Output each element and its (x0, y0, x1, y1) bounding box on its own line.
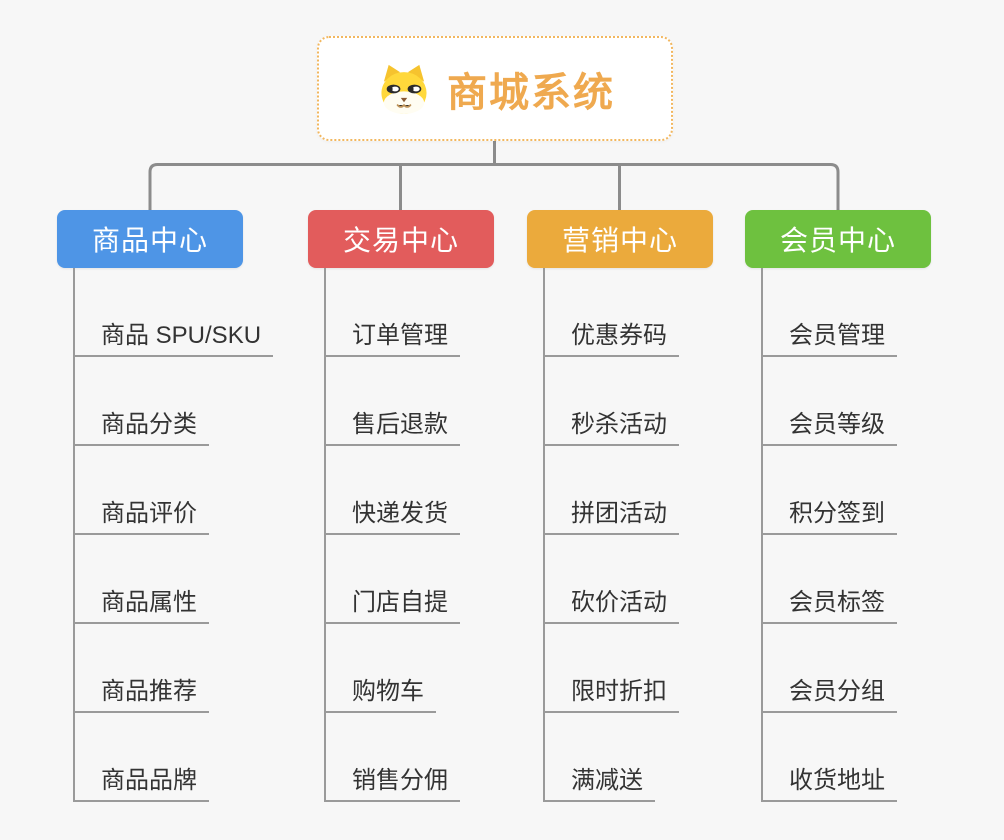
root-title: 商城系统 (447, 70, 615, 115)
leaf-node[interactable]: 购物车 (324, 677, 436, 713)
leaf-node[interactable]: 商品推荐 (73, 677, 209, 713)
leaf-node[interactable]: 会员等级 (761, 410, 897, 446)
leaf-node[interactable]: 商品品牌 (73, 766, 209, 802)
leaf-node[interactable]: 会员标签 (761, 588, 897, 624)
branch-children-trade-center: 订单管理 售后退款 快递发货 门店自提 购物车 销售分佣 (324, 268, 554, 808)
leaf-node[interactable]: 商品分类 (73, 410, 209, 446)
connector-spine (73, 268, 75, 802)
root-node[interactable]: 商城系统 (317, 36, 673, 141)
branch-label: 商品中心 (91, 225, 208, 256)
branch-node-product-center[interactable]: 商品中心 (57, 210, 243, 268)
branch-children-product-center: 商品 SPU/SKU 商品分类 商品评价 商品属性 商品推荐 商品品牌 (73, 268, 303, 808)
leaf-node[interactable]: 满减送 (543, 766, 655, 802)
leaf-node[interactable]: 商品评价 (73, 499, 209, 535)
branch-children-member-center: 会员管理 会员等级 积分签到 会员标签 会员分组 收货地址 (761, 268, 991, 808)
branch-children-marketing-center: 优惠券码 秒杀活动 拼团活动 砍价活动 限时折扣 满减送 (543, 268, 773, 808)
leaf-node[interactable]: 积分签到 (761, 499, 897, 535)
leaf-node[interactable]: 快递发货 (324, 499, 460, 535)
branch-node-member-center[interactable]: 会员中心 (745, 210, 931, 268)
leaf-node[interactable]: 拼团活动 (543, 499, 679, 535)
leaf-node[interactable]: 秒杀活动 (543, 410, 679, 446)
dog-face-icon (381, 64, 427, 114)
connector-spine (324, 268, 326, 802)
branch-node-marketing-center[interactable]: 营销中心 (527, 210, 713, 268)
connector-spine (543, 268, 545, 802)
leaf-node[interactable]: 砍价活动 (543, 588, 679, 624)
connector-spine (761, 268, 763, 802)
leaf-node[interactable]: 门店自提 (324, 588, 460, 624)
branch-node-trade-center[interactable]: 交易中心 (308, 210, 494, 268)
leaf-node[interactable]: 订单管理 (324, 321, 460, 357)
branch-label: 营销中心 (561, 225, 678, 256)
leaf-node[interactable]: 售后退款 (324, 410, 460, 446)
branch-label: 交易中心 (342, 225, 459, 256)
leaf-node[interactable]: 优惠券码 (543, 321, 679, 357)
branch-label: 会员中心 (779, 225, 896, 256)
leaf-node[interactable]: 商品 SPU/SKU (73, 321, 274, 357)
leaf-node[interactable]: 收货地址 (761, 766, 897, 802)
leaf-node[interactable]: 商品属性 (73, 588, 209, 624)
leaf-node[interactable]: 销售分佣 (324, 766, 460, 802)
leaf-node[interactable]: 限时折扣 (543, 677, 679, 713)
leaf-node[interactable]: 会员管理 (761, 321, 897, 357)
leaf-node[interactable]: 会员分组 (761, 677, 897, 713)
